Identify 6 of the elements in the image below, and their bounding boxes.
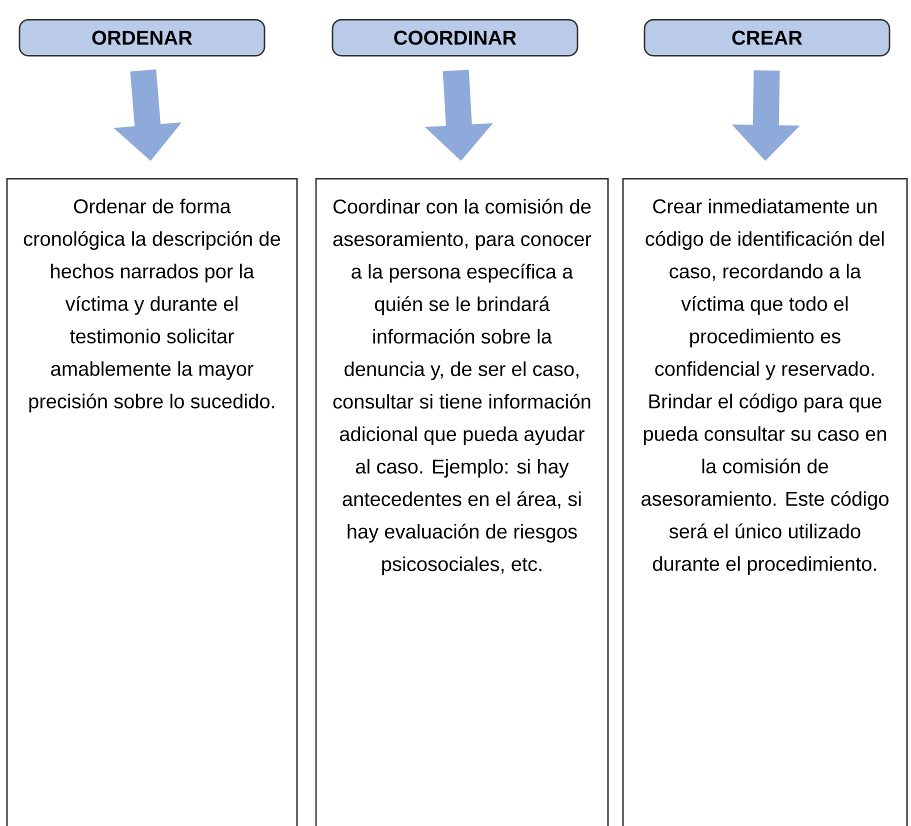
header-box: CREAR xyxy=(644,19,890,56)
text-box: Crear inmediatamente un código de identificación del caso, recordando a la víctima que todo el procedimiento es confidencial y reservado. Brindar el código para que pueda consultar su caso en la comisión de asesoramiento. Este código será el único utilizado durante el procedimiento. xyxy=(622,178,908,826)
text-box: Coordinar con la comisión de asesoramiento, para conocer a la persona específica a quién se le brindará información sobre la denuncia y, de ser el caso, consultar si tiene información adicional que pueda ayudar al caso. Ejemplo: si hay antecedentes en el área, si hay evaluación de riesgos psicosociales, etc. xyxy=(315,178,609,826)
header-box: ORDENAR xyxy=(18,19,266,56)
header-box: COORDINAR xyxy=(332,19,578,56)
text-box: Ordenar de forma cronológica la descripción de hechos narrados por la víctima y durante el testimonio solicitar amablemente la mayor precisión sobre lo sucedido. xyxy=(6,178,298,826)
